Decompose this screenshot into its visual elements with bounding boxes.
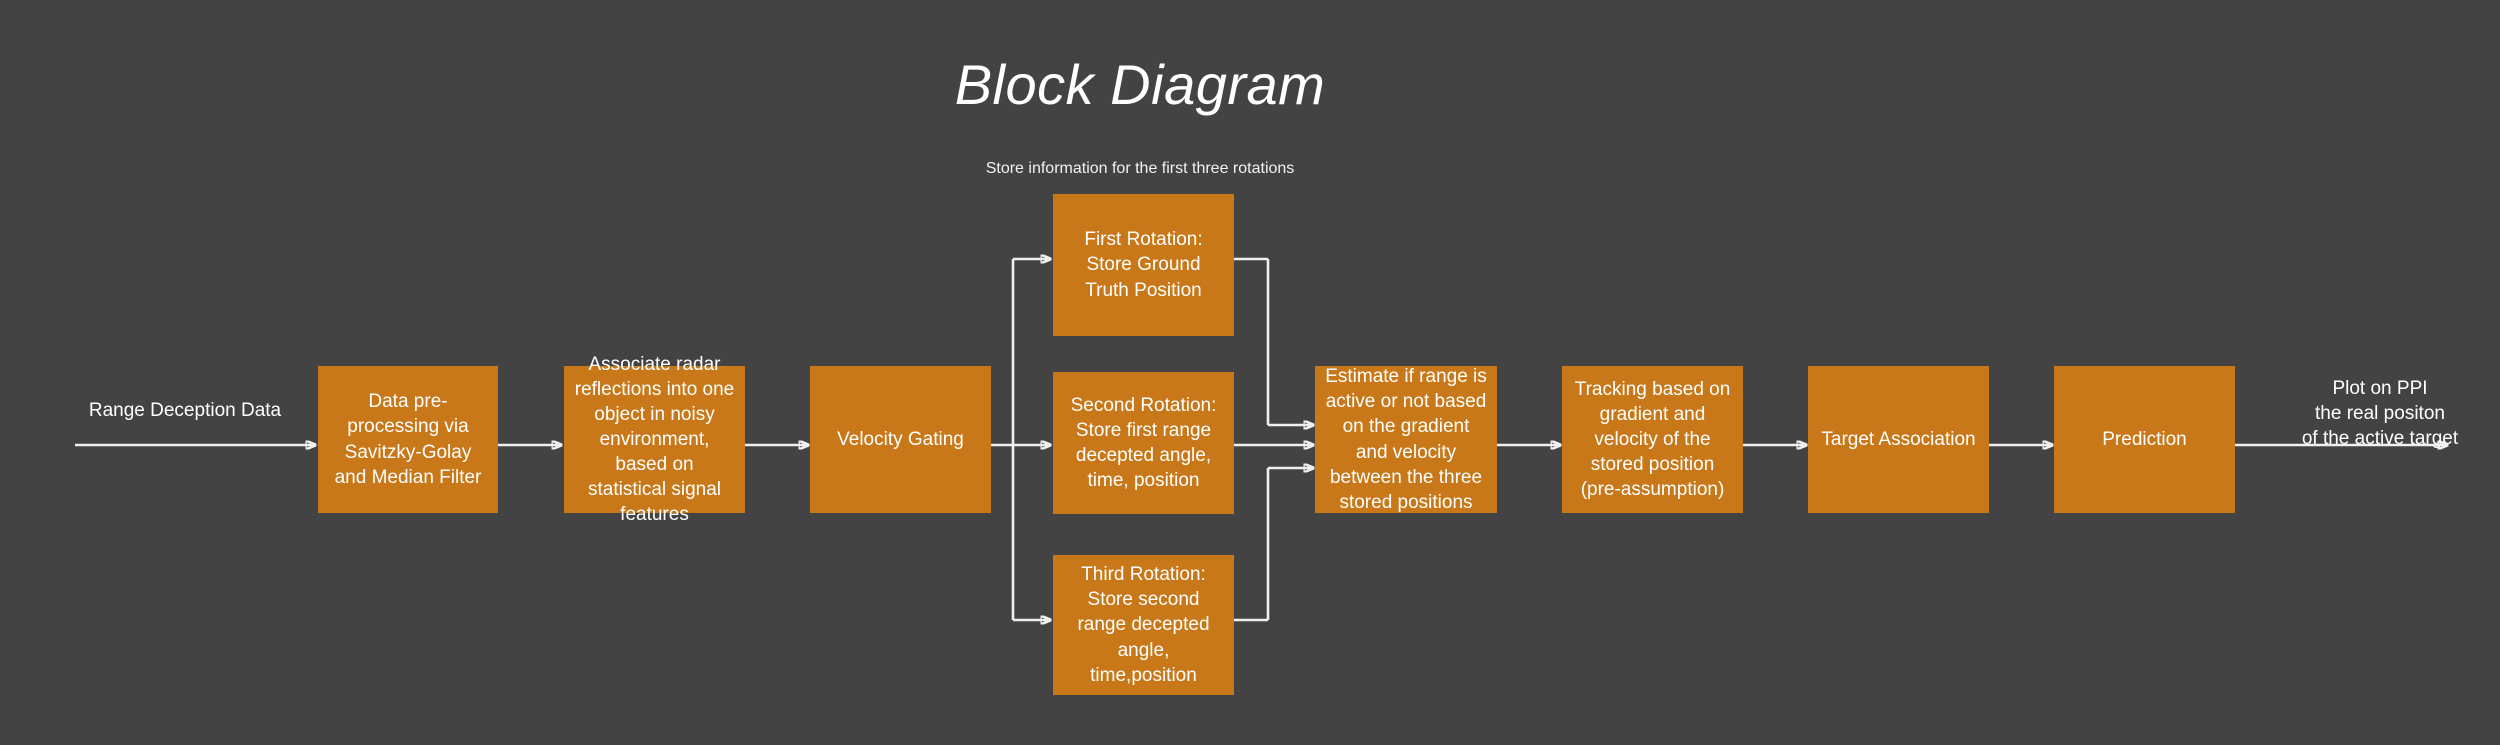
node-data-preprocessing[interactable]: Data pre-processing via Savitzky-Golay a… xyxy=(318,366,498,513)
node-label: First Rotation: Store Ground Truth Posit… xyxy=(1084,229,1203,301)
node-velocity-gating[interactable]: Velocity Gating xyxy=(810,366,991,513)
node-label: Velocity Gating xyxy=(837,428,964,450)
node-second-rotation[interactable]: Second Rotation: Store first range decep… xyxy=(1053,372,1234,514)
node-label: Second Rotation: Store first range decep… xyxy=(1070,394,1217,492)
rotations-group-label: Store information for the first three ro… xyxy=(985,160,1295,177)
node-label: Prediction xyxy=(2102,428,2187,450)
node-label: Tracking based on gradient and velocity … xyxy=(1574,378,1731,501)
node-radar-association[interactable]: Associate radar reflections into one obj… xyxy=(564,354,745,525)
node-range-activity-estimate[interactable]: Estimate if range is active or not based… xyxy=(1315,366,1497,513)
node-label: Associate radar reflections into one obj… xyxy=(574,353,735,526)
output-label: Plot on PPI the real positon of the acti… xyxy=(2301,378,2459,450)
node-target-association[interactable]: Target Association xyxy=(1808,366,1989,513)
node-tracking[interactable]: Tracking based on gradient and velocity … xyxy=(1562,366,1743,513)
node-label: Third Rotation: Store second range decep… xyxy=(1077,564,1210,686)
node-label: Data pre-processing via Savitzky-Golay a… xyxy=(334,391,482,488)
node-third-rotation[interactable]: Third Rotation: Store second range decep… xyxy=(1053,555,1234,695)
node-label: Estimate if range is active or not based… xyxy=(1325,366,1487,513)
node-label: Target Association xyxy=(1821,428,1976,450)
node-prediction[interactable]: Prediction xyxy=(2054,366,2235,513)
node-first-rotation[interactable]: First Rotation: Store Ground Truth Posit… xyxy=(1053,194,1234,336)
input-label: Range Deception Data xyxy=(88,400,282,421)
page-title: Block Diagram xyxy=(954,53,1326,116)
